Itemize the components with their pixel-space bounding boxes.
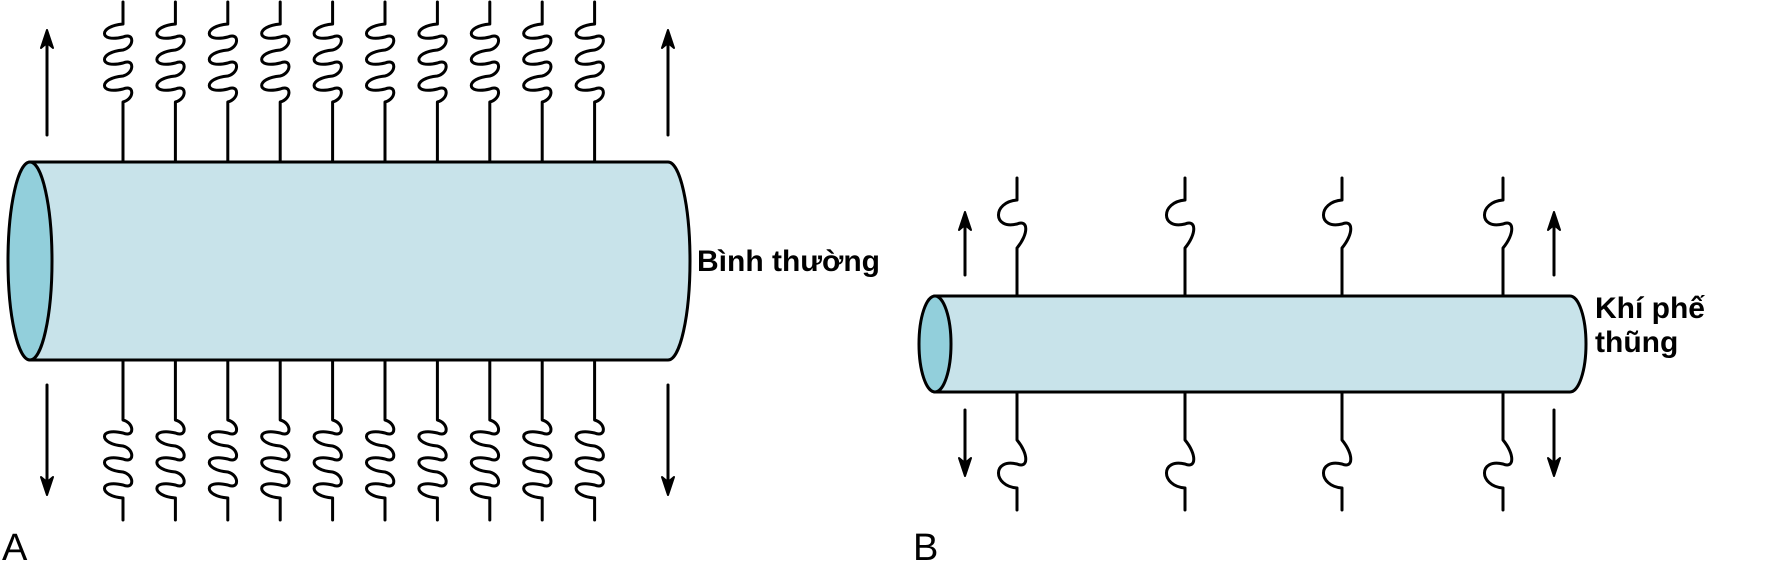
panel-a-fiber-bottom-6: [365, 358, 396, 522]
panel-a-fiber-bottom-4: [260, 358, 291, 522]
panel-a-arrow-down-right-head: [661, 476, 675, 496]
panel-a-arrow-down-left-head: [40, 476, 54, 496]
panel-b-fiber-top-2: [1165, 176, 1196, 298]
panel-b-tube-body: [933, 294, 1588, 394]
panel-b-arrow-up-left-head: [958, 211, 972, 231]
panel-b-fiber-bottom-1: [997, 390, 1028, 512]
panel-a-fiber-top-9: [522, 0, 553, 164]
panel-a-arrow-up-left-head: [40, 29, 54, 49]
label-emphysema-line-2: thũng: [1595, 326, 1679, 359]
label-normal-line-1: Bình thường: [697, 245, 881, 278]
panel-a-fiber-top-7: [417, 0, 448, 164]
panel-a-fiber-bottom-8: [470, 358, 501, 522]
panel-a-arrow-up-right-head: [661, 29, 675, 49]
panel-a-fiber-top-5: [312, 0, 343, 164]
panel-a-fiber-top-10: [574, 0, 605, 164]
panel-a-fiber-top-1: [103, 0, 134, 164]
panel-a-fiber-bottom-2: [155, 358, 186, 522]
panel-letter-b: B: [913, 527, 939, 569]
label-emphysema-line-1: Khí phế: [1595, 292, 1705, 325]
panel-b-fiber-top-3: [1322, 176, 1353, 298]
panel-b-arrow-up-right-head: [1547, 211, 1561, 231]
panel-a-fiber-bottom-1: [103, 358, 134, 522]
panel-letter-a: A: [2, 527, 28, 569]
panel-b-arrow-down-right-head: [1547, 457, 1561, 477]
panel-a-fiber-bottom-3: [208, 358, 239, 522]
panel-b-tube-opening: [917, 294, 953, 394]
panel-a-fiber-bottom-7: [417, 358, 448, 522]
panel-b-fiber-bottom-4: [1483, 390, 1514, 512]
panel-b-fiber-bottom-2: [1165, 390, 1196, 512]
panel-a-fiber-top-8: [470, 0, 501, 164]
panel-b-fiber-top-1: [997, 176, 1028, 298]
panel-a-tube-body: [28, 160, 692, 362]
panel-a-fiber-top-4: [260, 0, 291, 164]
panel-a-fiber-top-2: [155, 0, 186, 164]
panel-b-fiber-top-4: [1483, 176, 1514, 298]
panel-a-fiber-bottom-10: [574, 358, 605, 522]
panel-b-fiber-bottom-3: [1322, 390, 1353, 512]
panel-a-fiber-bottom-9: [522, 358, 553, 522]
label-normal: Bình thường: [697, 245, 880, 279]
label-emphysema: Khí phế thũng: [1595, 292, 1705, 360]
panel-a-fiber-top-6: [365, 0, 396, 164]
panel-a-fiber-top-3: [208, 0, 239, 164]
panel-a-fiber-bottom-5: [312, 358, 343, 522]
panel-a-tube-opening: [6, 160, 54, 362]
panel-b-arrow-down-left-head: [958, 457, 972, 477]
